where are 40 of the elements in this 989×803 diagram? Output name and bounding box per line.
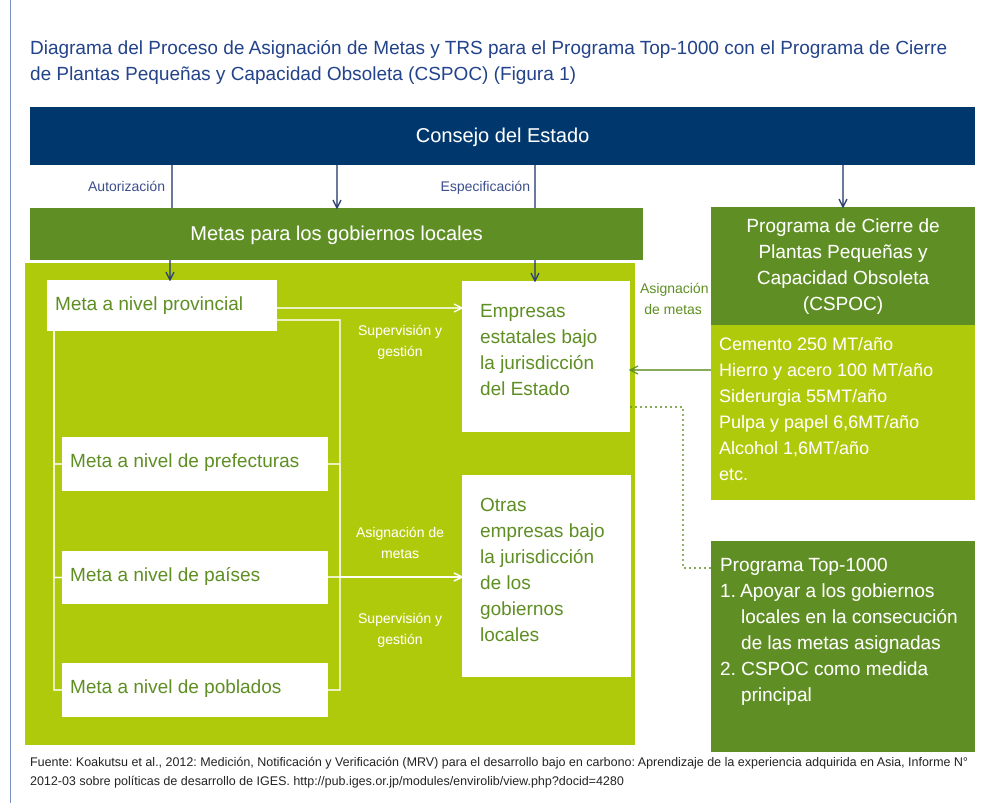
arrow: [332, 165, 342, 209]
goal-box: Meta a nivel provincial: [47, 280, 277, 331]
capacity-item: Hierro y acero 100 MT/año: [719, 359, 934, 382]
list-item: 1. Apoyar a los gobiernos locales en la consecución de las metas asignadas: [720, 580, 959, 656]
arrow: [629, 365, 711, 375]
connector-line: [630, 406, 711, 569]
capacity-item: etc.: [719, 463, 750, 486]
program-box: [711, 207, 975, 500]
diagram-title: Diagrama del Proceso de Asignación de Metas y TRS para el Programa Top-1000 con el Programa de Cierre de Plantas Pequeñas y Capacidad Obsoleta (CSPOC) (Figura 1): [30, 37, 948, 87]
goal-box: Meta a nivel de poblados: [62, 663, 328, 717]
goal-box: Otras empresas bajo la jurisdicción de los gobiernos locales: [462, 475, 631, 677]
arrow: [838, 165, 848, 208]
arrow: [277, 303, 463, 313]
capacity-item: Cemento 250 MT/año: [719, 333, 894, 356]
list-item: 2. CSPOC como medida principal: [720, 658, 930, 708]
header-band: Consejo del Estado: [30, 107, 975, 165]
goal-box: Meta a nivel de países: [62, 551, 328, 604]
edge-label: Asignación de metas: [640, 279, 706, 319]
arrow: [165, 260, 175, 281]
header-band: Metas para los gobiernos locales: [30, 208, 643, 260]
program-title: Programa Top-1000: [720, 554, 889, 578]
capacity-item: Alcohol 1,6MT/año: [719, 437, 870, 460]
connector-line: [53, 331, 62, 691]
note-text: Supervisión y gestión: [356, 609, 444, 649]
arrow: [328, 572, 463, 582]
connector-line: [534, 165, 536, 208]
edge-label: Autorización: [86, 177, 165, 196]
panel-background: [25, 263, 635, 745]
capacity-item: Pulpa y papel 6,6MT/año: [719, 411, 920, 434]
capacity-item: Siderurgia 55MT/año: [719, 385, 888, 408]
program-header: Programa de Cierre de Plantas Pequeñas y Capacidad Obsoleta (CSPOC): [711, 207, 975, 325]
edge-label: Asignación de metas: [355, 523, 445, 563]
arrow: [530, 260, 540, 282]
program-box: [711, 541, 975, 752]
source-caption: Fuente: Koakutsu et al., 2012: Medición, Notificación y Verificación (MRV) para el desarrollo bajo en carbono: Aprendizaje de la experiencia adquirida en Asia, Informe N° 2012-03 sobre políticas de desarrollo de IGES. http://pub.iges.or.jp/modules/envirolib/view.php?docid=4280: [30, 754, 969, 790]
goal-box: Empresas estatales bajo la jurisdicción del Estado: [462, 281, 630, 432]
goal-box: Meta a nivel de prefecturas: [62, 437, 328, 491]
connector-line: [171, 165, 173, 208]
edge-label: Especificación: [440, 177, 530, 196]
edge-label: Supervisión y gestión: [356, 321, 444, 361]
